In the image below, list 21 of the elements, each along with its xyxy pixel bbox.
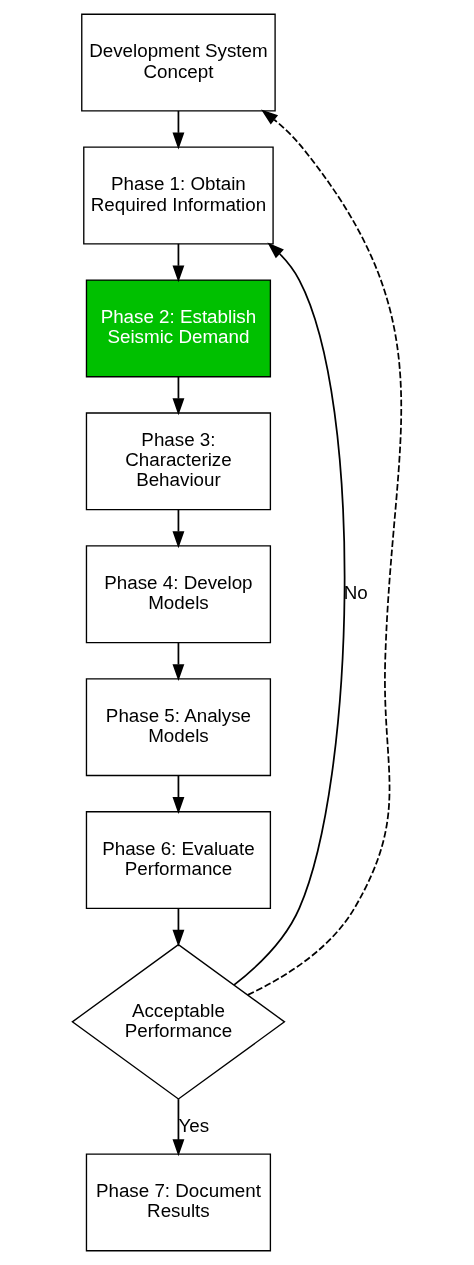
arrow bbox=[172, 907, 185, 947]
arrow bbox=[172, 774, 185, 814]
node-box: Phase 6: Evaluate Performance bbox=[85, 811, 272, 910]
arrow bbox=[233, 242, 346, 986]
node-diamond: Acceptable Performance bbox=[71, 943, 286, 1100]
node-box: Phase 2: Establish Seismic Demand bbox=[85, 279, 272, 378]
node-box: Phase 4: Develop Models bbox=[85, 545, 272, 644]
arrow bbox=[172, 243, 185, 283]
node-box: Phase 1: Obtain Required Information bbox=[83, 146, 274, 245]
node-box: Phase 3: Characterize Behaviour bbox=[85, 412, 272, 511]
node-box: Development System Concept bbox=[81, 13, 276, 112]
node-box: Phase 7: Document Results bbox=[85, 1153, 272, 1252]
arrow bbox=[172, 1098, 185, 1157]
edge-label: Yes bbox=[178, 1114, 210, 1136]
arrow bbox=[247, 109, 402, 996]
node-box: Phase 5: Analyse Models bbox=[85, 678, 272, 777]
edge-label: No bbox=[343, 582, 368, 604]
arrow bbox=[172, 641, 185, 682]
arrow bbox=[172, 508, 185, 549]
arrow bbox=[172, 375, 185, 416]
arrow bbox=[172, 110, 185, 150]
